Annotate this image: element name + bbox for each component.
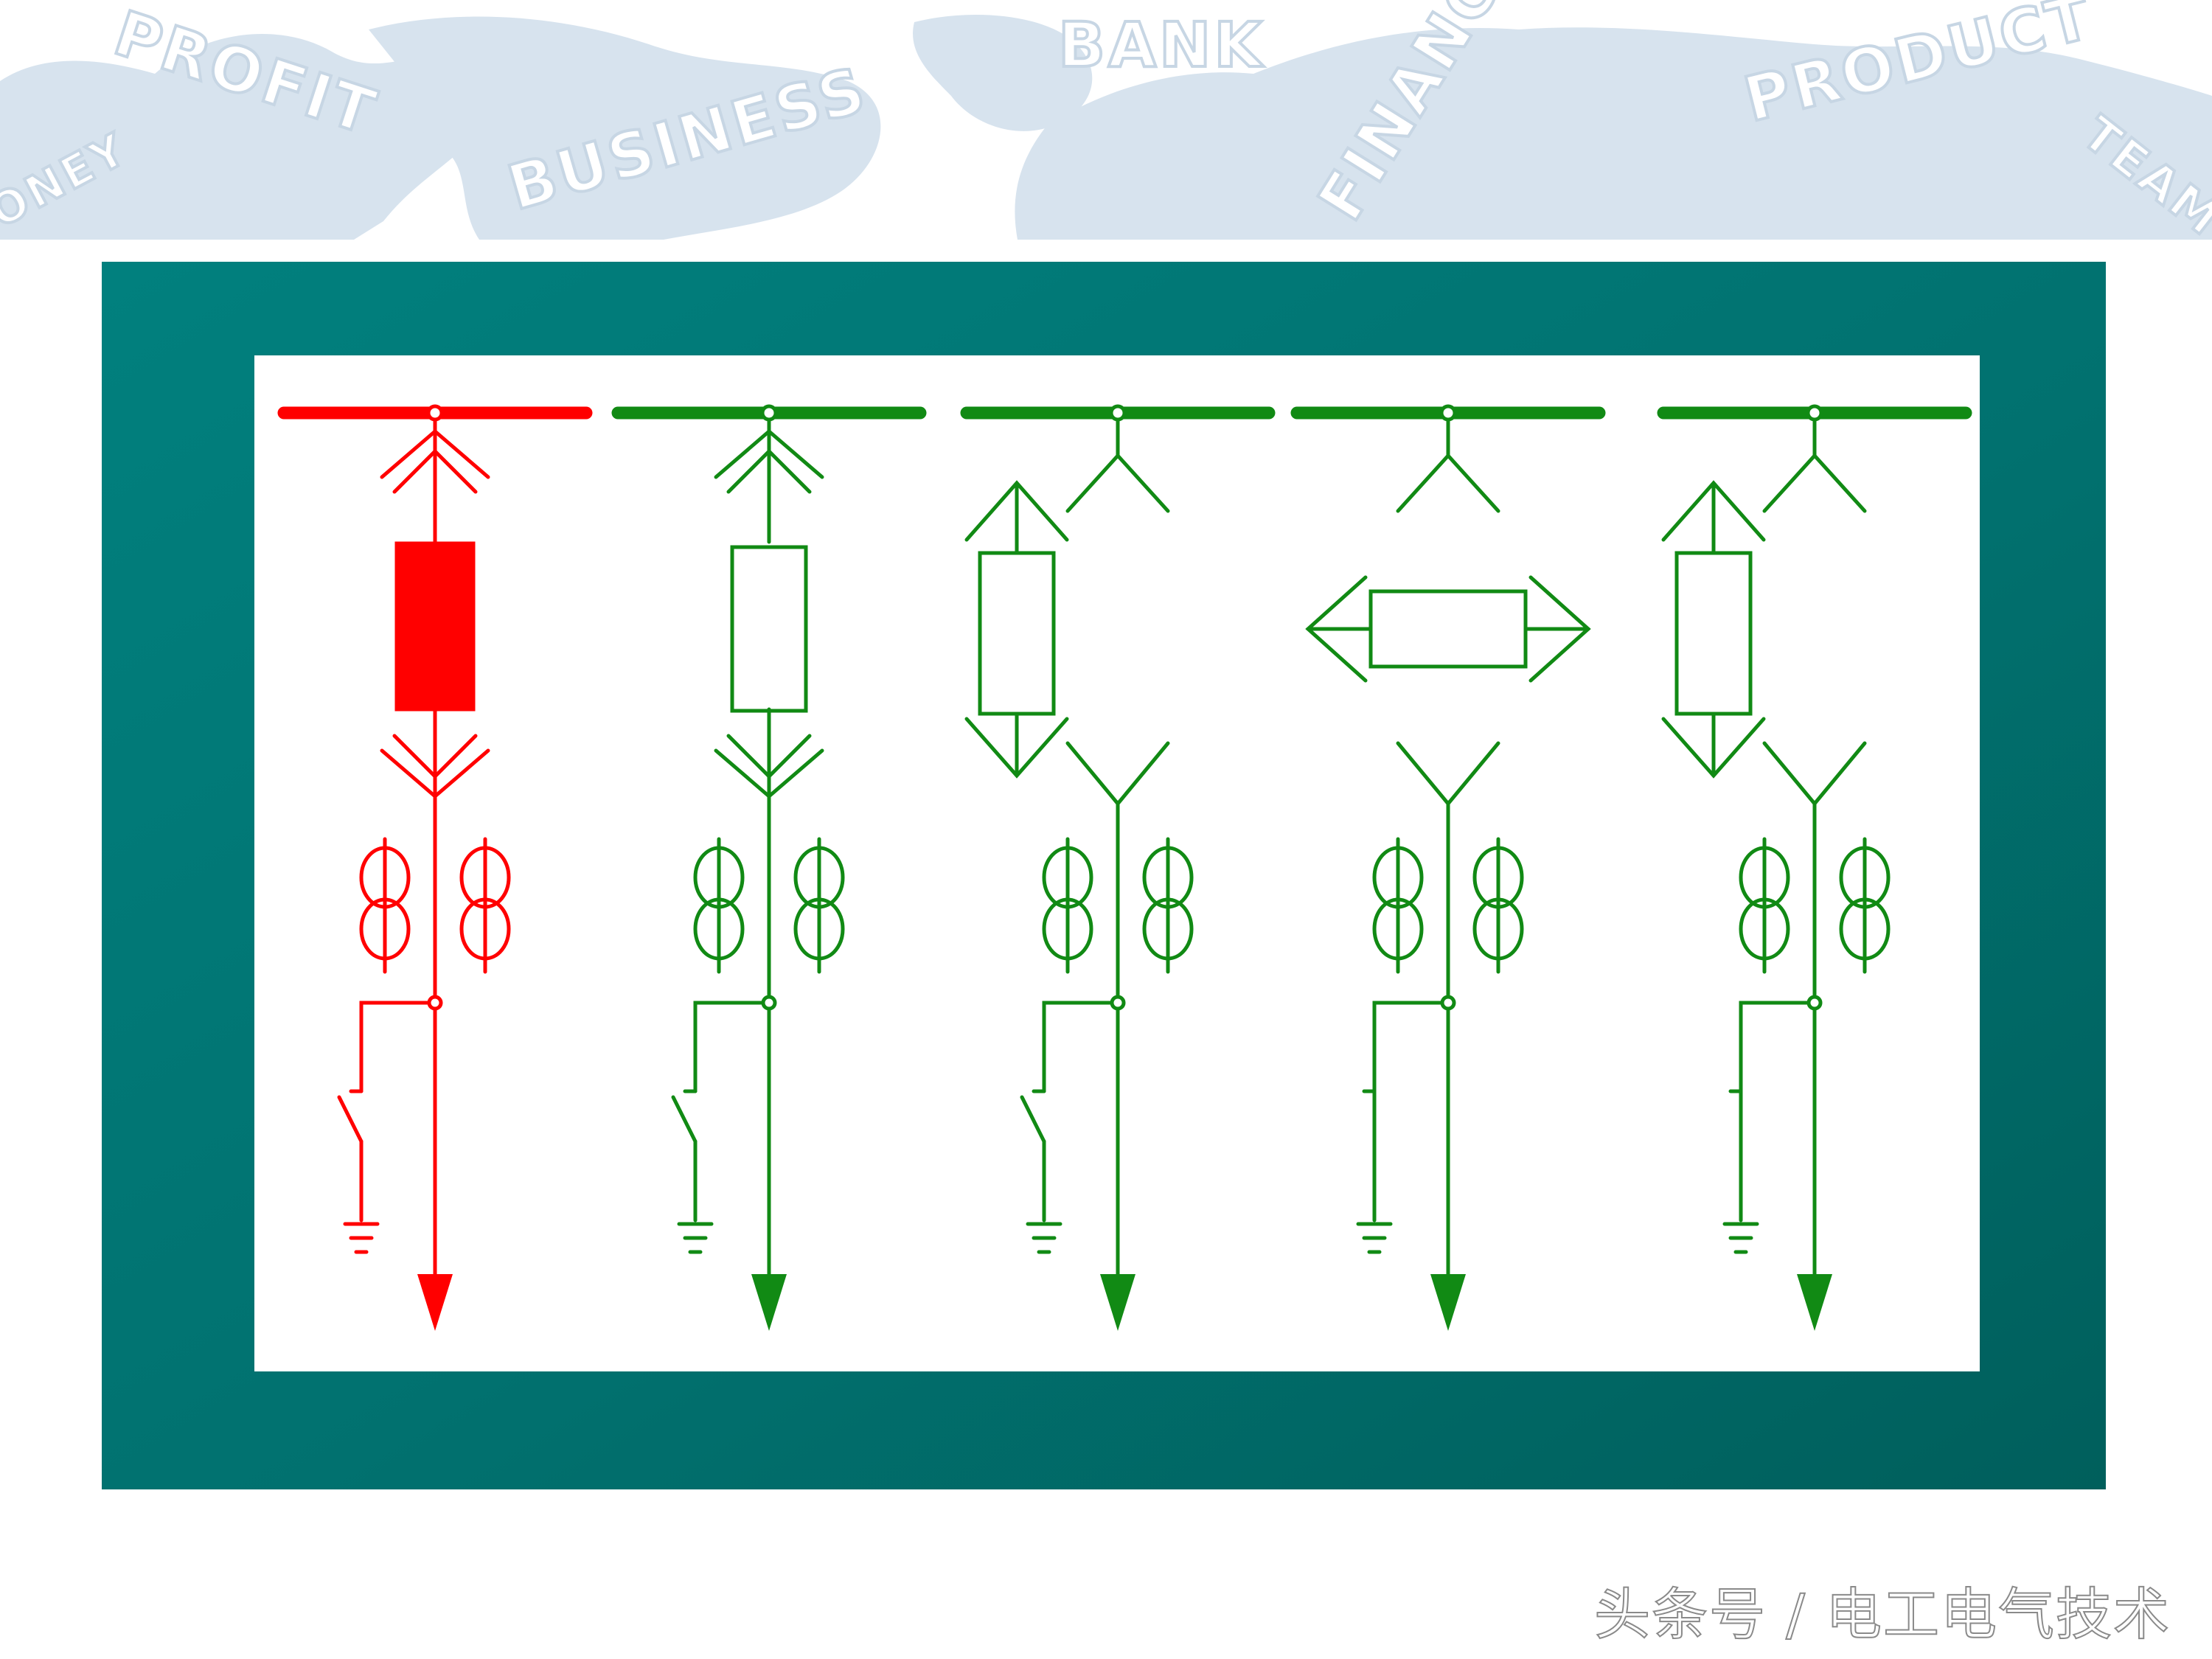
switchgear-column-2 bbox=[611, 404, 927, 1331]
current-transformer-right bbox=[459, 837, 511, 974]
contact-chevron-inner bbox=[392, 448, 478, 494]
source-watermark: 头条号 / 电工电气技术 bbox=[1593, 1581, 2171, 1648]
contact-chevron-outer bbox=[380, 428, 490, 479]
earth-switch-blade bbox=[671, 1095, 698, 1144]
busbar-tap-node bbox=[760, 404, 778, 422]
banner-island bbox=[1527, 102, 1616, 163]
earth-switch-blade bbox=[337, 1095, 364, 1144]
earth-branch-wire bbox=[1372, 1001, 1444, 1093]
current-transformer-right bbox=[1839, 837, 1891, 974]
current-transformer-right bbox=[793, 837, 845, 974]
banner-continent-center bbox=[369, 16, 881, 240]
current-transformer-left bbox=[359, 837, 411, 974]
world-map-banner: PROFIT ONEY BUSINESS BANK FINANCE PRODUC… bbox=[0, 0, 2212, 249]
breaker-lower-contact bbox=[964, 717, 1069, 779]
contact-chevron-inner bbox=[392, 734, 478, 779]
busbar-tap-node bbox=[1109, 404, 1127, 422]
earth-branch-wire bbox=[1042, 1001, 1114, 1093]
current-transformer-left bbox=[1372, 837, 1424, 974]
earth-switch-blade bbox=[1020, 1095, 1046, 1144]
breaker-upper-contact bbox=[1661, 480, 1766, 542]
current-transformer-right bbox=[1142, 837, 1194, 974]
banner-word-bank: BANK bbox=[1058, 9, 1265, 81]
banner-continent-west bbox=[0, 33, 503, 240]
current-transformer-left bbox=[1042, 837, 1093, 974]
feeder-arrow bbox=[751, 1274, 787, 1331]
busbar-tap-node bbox=[1439, 404, 1457, 422]
contact-chevron-outer bbox=[714, 428, 824, 479]
switchgear-column-1 bbox=[277, 404, 593, 1331]
circuit-breaker bbox=[394, 541, 476, 712]
switchgear-diagram bbox=[277, 404, 1972, 1331]
switchgear-column-3 bbox=[960, 404, 1276, 1331]
breaker-upper-contact bbox=[964, 480, 1069, 542]
upper-plug-contact bbox=[714, 428, 824, 494]
breaker-right-contact bbox=[1528, 575, 1591, 683]
feeder-arrow bbox=[1100, 1274, 1135, 1331]
contact-chevron-inner bbox=[726, 448, 812, 494]
breaker-lower-contact bbox=[1661, 717, 1766, 779]
breaker-left-contact bbox=[1305, 575, 1368, 683]
earth-branch-wire bbox=[693, 1001, 765, 1093]
feeder-arrow bbox=[1430, 1274, 1466, 1331]
feeder-arrow bbox=[417, 1274, 453, 1331]
busbar-tap-node bbox=[1806, 404, 1823, 422]
contact-chevron-inner bbox=[726, 734, 812, 779]
current-transformer-left bbox=[693, 837, 745, 974]
bus-fixed-contact bbox=[1762, 453, 1867, 513]
banner-continent-north bbox=[913, 15, 1093, 131]
busbar-tap-node bbox=[426, 404, 444, 422]
switchgear-column-5 bbox=[1657, 404, 1972, 1331]
earth-branch-wire bbox=[1739, 1001, 1811, 1093]
current-transformer-right bbox=[1472, 837, 1524, 974]
feeder-arrow bbox=[1797, 1274, 1832, 1331]
upper-plug-contact bbox=[380, 428, 490, 494]
bus-fixed-contact bbox=[1065, 453, 1170, 513]
earth-branch-wire bbox=[359, 1001, 431, 1093]
switchgear-column-4 bbox=[1290, 404, 1606, 1331]
bus-fixed-contact bbox=[1396, 453, 1500, 513]
current-transformer-left bbox=[1739, 837, 1790, 974]
